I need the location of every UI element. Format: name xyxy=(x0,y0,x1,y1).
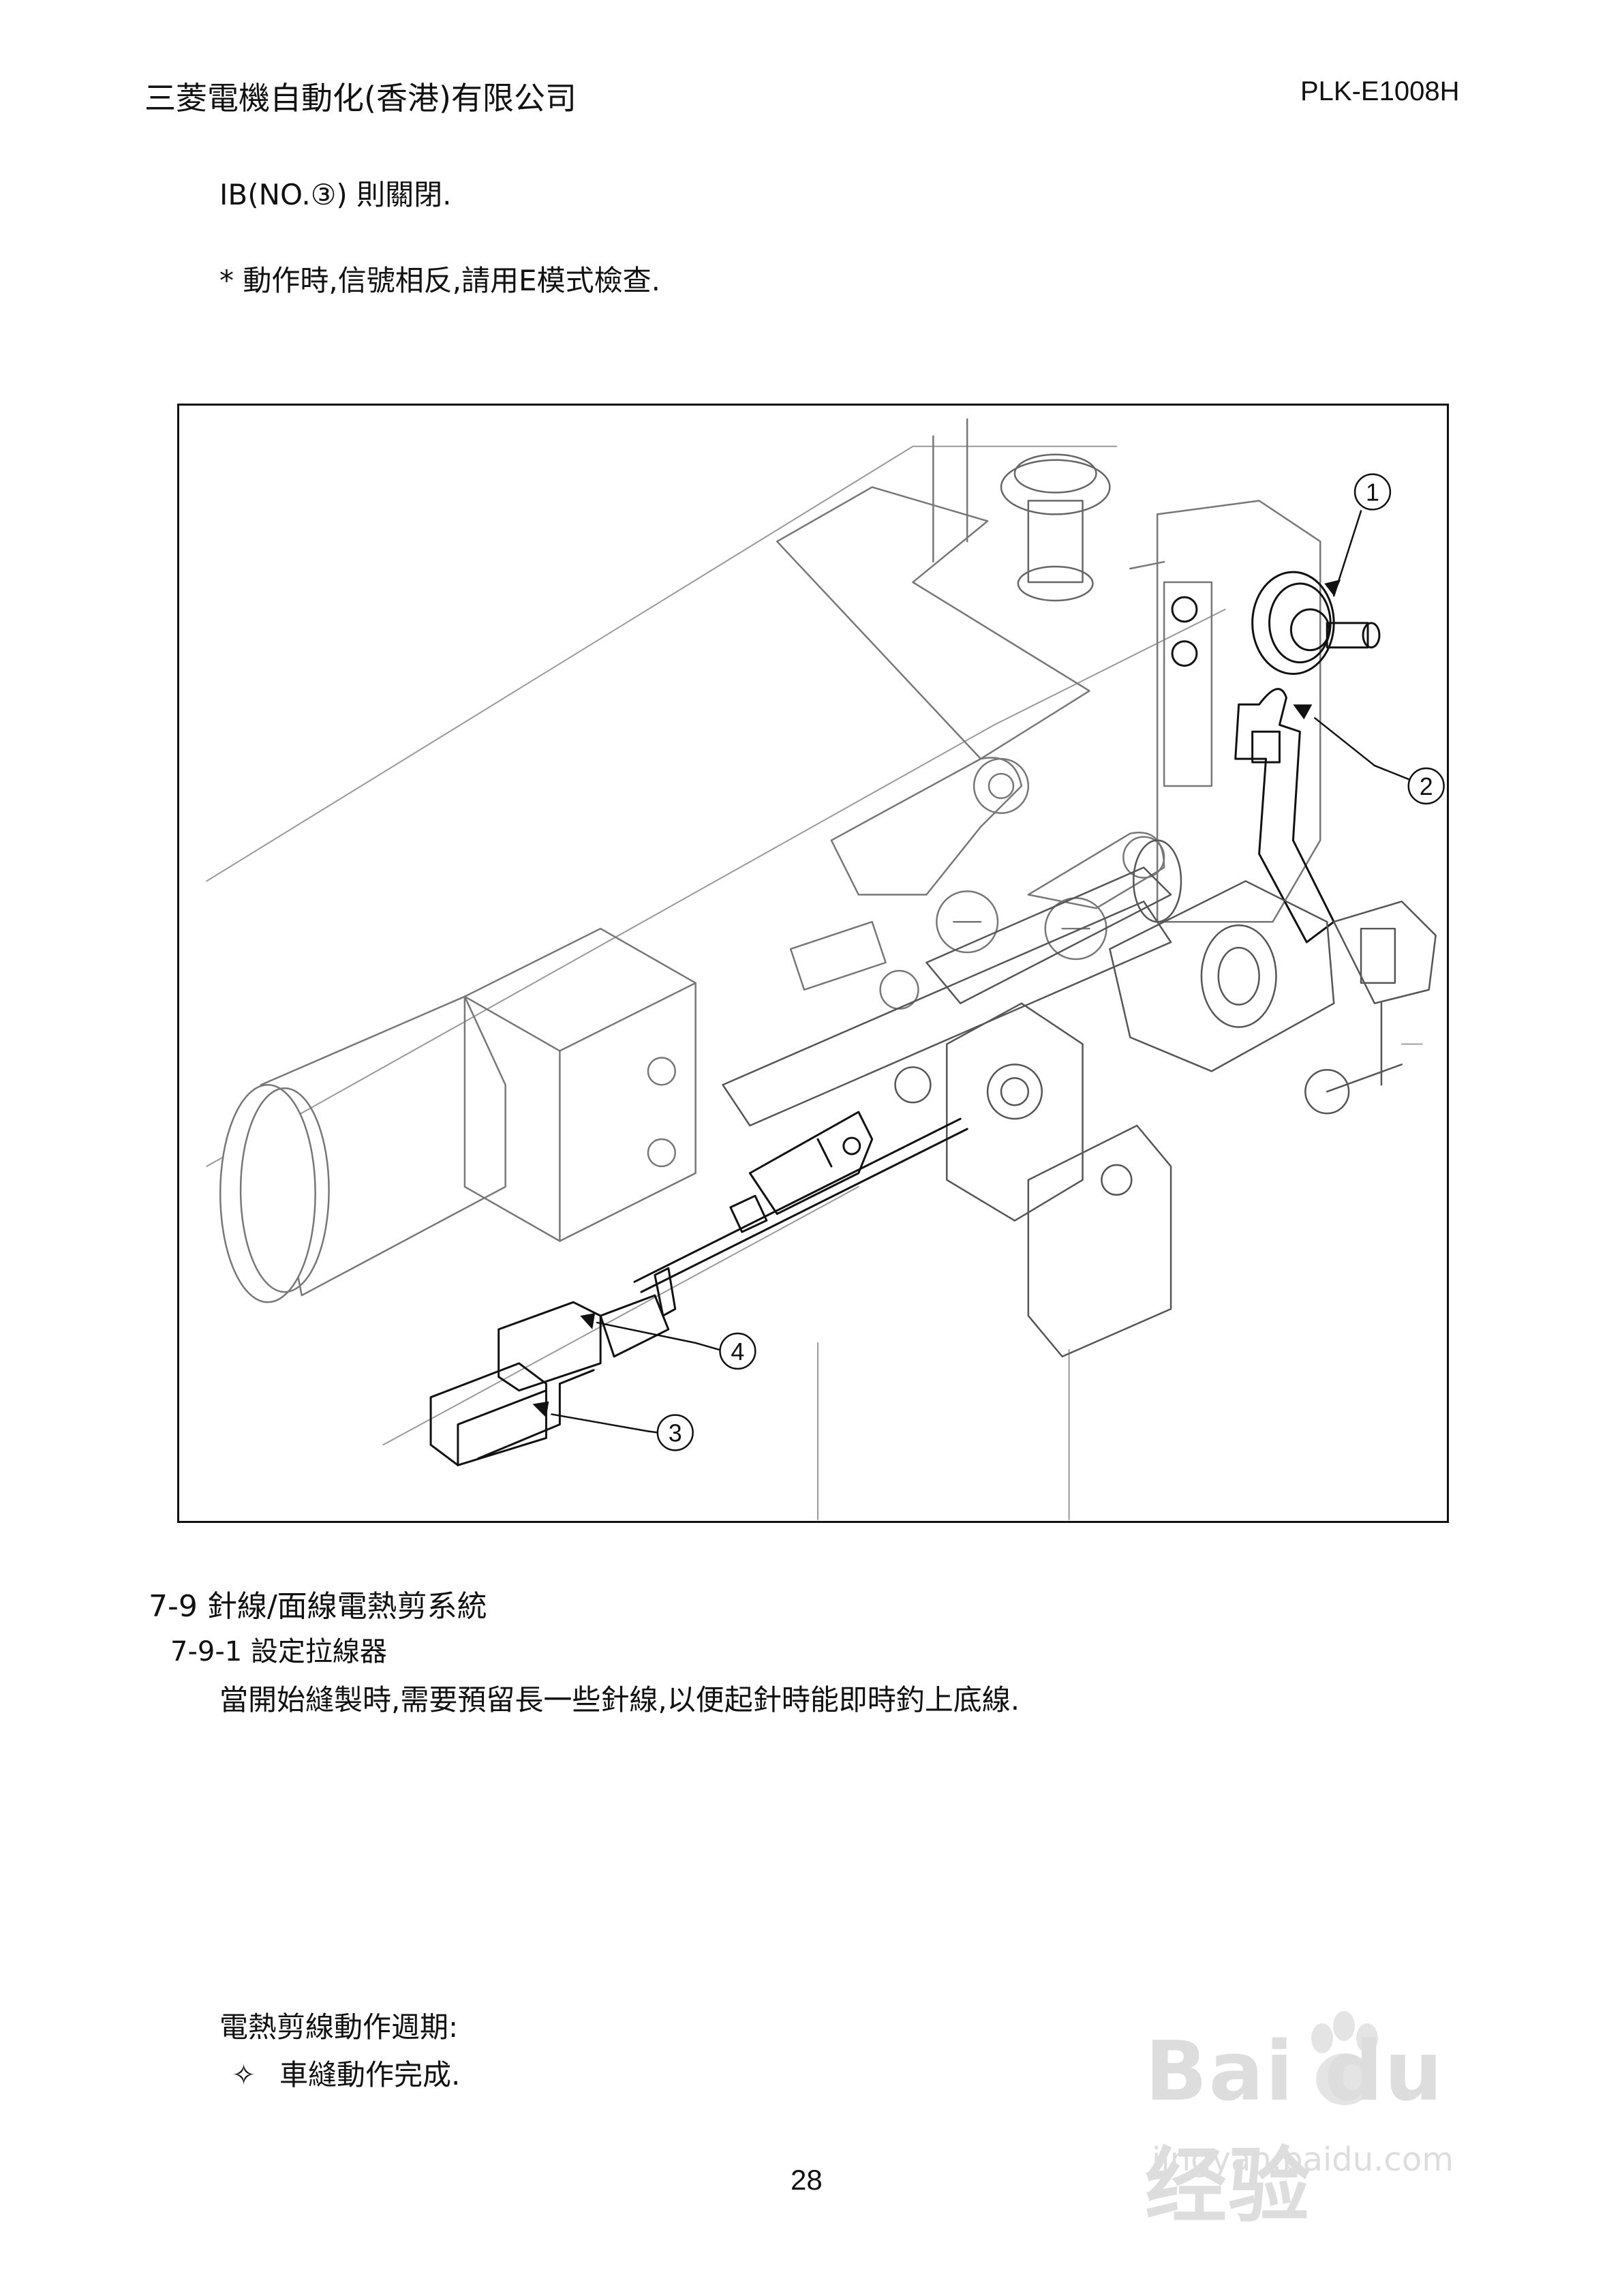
solenoid-block xyxy=(463,927,697,1242)
callout-1: 1 xyxy=(1353,473,1392,511)
callout-2-label: 2 xyxy=(1420,773,1433,800)
section-title: 7-9 針線/面線電熱剪系統 xyxy=(149,1589,487,1624)
list-item: ✧ 車縫動作完成. xyxy=(232,2052,460,2094)
motor-cylinder xyxy=(219,995,506,1303)
subsection-title: 7-9-1 設定拉線器 xyxy=(170,1636,387,1667)
document-code: PLK-E1008H xyxy=(1300,76,1460,106)
mechanism-diagram: 1 2 3 4 xyxy=(177,404,1449,1523)
text-line-2: * 動作時,信號相反,請用E模式檢查. xyxy=(219,264,660,297)
mechanism-drawing: 1 2 3 4 xyxy=(206,418,1445,1521)
callout-leaders xyxy=(551,510,1410,1434)
machine-body-outline xyxy=(206,445,1423,1521)
page-number: 28 xyxy=(791,2164,823,2196)
watermark-brand: Bai du 经验 xyxy=(1145,2025,1444,2234)
tension-disc-assembly xyxy=(1171,571,1381,676)
callout-arrowheads xyxy=(532,579,1341,1418)
callout-4-label: 4 xyxy=(731,1338,744,1365)
callout-2: 2 xyxy=(1407,767,1445,805)
section-body-text: 當開始縫製時,需要預留長一些針線,以便起針時能即時釣上底線. xyxy=(219,1683,1020,1717)
cycle-label: 電熱剪線動作週期: xyxy=(219,2010,459,2044)
callout-3-label: 3 xyxy=(669,1419,682,1447)
solenoid-rod-clevis xyxy=(633,1111,968,1293)
thread-spool xyxy=(1000,453,1111,602)
side-housing xyxy=(1129,500,1321,923)
main-shaft-assembly xyxy=(722,839,1437,1358)
callout-1-label: 1 xyxy=(1366,479,1379,506)
callout-3: 3 xyxy=(656,1414,694,1451)
callout-4: 4 xyxy=(719,1332,756,1370)
linkage-arms xyxy=(789,757,1165,1010)
text-line-1: IB(NO.③) 則關閉. xyxy=(219,178,452,211)
top-cover-plate xyxy=(776,418,1090,760)
sensor-4 xyxy=(498,1267,677,1392)
sensor-3 xyxy=(429,1362,595,1466)
sparkle-bullet-icon: ✧ xyxy=(232,2058,256,2091)
paw-icon xyxy=(1311,2011,1378,2105)
take-up-lever xyxy=(1234,688,1335,943)
header-company: 三菱電機自動化(香港)有限公司 xyxy=(144,80,577,117)
watermark-url: jingyan.baidu.com xyxy=(1152,2141,1454,2179)
baidu-watermark: Bai du 经验 jingyan.baidu.com xyxy=(1131,2011,1540,2234)
list-item-text: 車縫動作完成. xyxy=(279,2058,461,2091)
